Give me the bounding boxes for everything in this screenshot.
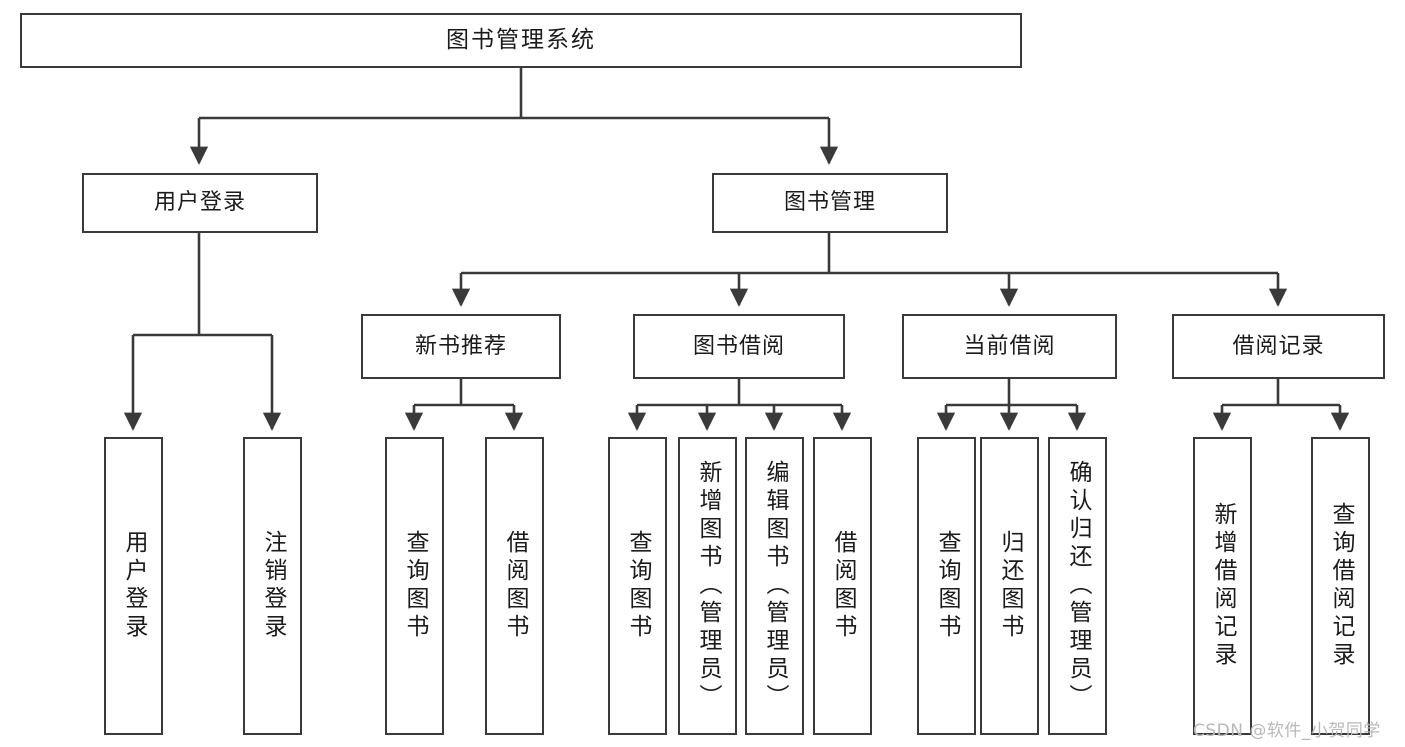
leaf-borrow-book-new[interactable]: 借阅图书 <box>485 437 544 735</box>
node-label: 查询图书 <box>934 530 960 642</box>
node-label: 当前借阅 <box>963 333 1056 359</box>
node-label: 查询图书 <box>402 530 428 642</box>
leaf-return-book[interactable]: 归还图书 <box>980 437 1039 735</box>
node-label: 查询图书 <box>625 530 651 642</box>
node-book-management[interactable]: 图书管理 <box>712 173 948 233</box>
leaf-edit-book-admin[interactable]: 编辑图书（管理员） <box>745 437 804 735</box>
node-current-borrow[interactable]: 当前借阅 <box>902 314 1117 379</box>
node-label: 用户登录 <box>153 190 246 216</box>
leaf-query-book-borrow[interactable]: 查询图书 <box>608 437 667 735</box>
leaf-user-login[interactable]: 用户登录 <box>104 437 163 735</box>
leaf-query-book-current[interactable]: 查询图书 <box>917 437 976 735</box>
node-label: 归还图书 <box>997 530 1023 642</box>
leaf-query-borrow-record[interactable]: 查询借阅记录 <box>1311 437 1370 735</box>
node-book-borrow[interactable]: 图书借阅 <box>633 314 845 379</box>
leaf-borrow-book[interactable]: 借阅图书 <box>813 437 872 735</box>
leaf-add-book-admin[interactable]: 新增图书（管理员） <box>678 437 737 735</box>
node-label: 新书推荐 <box>414 333 507 359</box>
node-label: 图书借阅 <box>692 333 785 359</box>
node-label: 编辑图书（管理员） <box>762 460 788 712</box>
node-label: 借阅图书 <box>502 530 528 642</box>
leaf-logout[interactable]: 注销登录 <box>243 437 302 735</box>
node-label: 注销登录 <box>260 530 286 642</box>
leaf-add-borrow-record[interactable]: 新增借阅记录 <box>1193 437 1252 735</box>
node-borrow-records[interactable]: 借阅记录 <box>1172 314 1385 379</box>
node-label: 图书管理 <box>783 190 876 216</box>
node-label: 借阅记录 <box>1232 333 1325 359</box>
node-label: 查询借阅记录 <box>1328 502 1354 670</box>
node-label: 新增图书（管理员） <box>695 460 721 712</box>
node-label: 图书管理系统 <box>446 27 596 54</box>
node-label: 确认归还（管理员） <box>1065 460 1091 712</box>
node-label: 用户登录 <box>121 530 147 642</box>
node-user-login[interactable]: 用户登录 <box>82 173 318 233</box>
leaf-confirm-return-admin[interactable]: 确认归还（管理员） <box>1048 437 1107 735</box>
node-label: 借阅图书 <box>830 530 856 642</box>
node-label: 新增借阅记录 <box>1210 502 1236 670</box>
node-new-book-recommend[interactable]: 新书推荐 <box>361 314 561 379</box>
node-root-system[interactable]: 图书管理系统 <box>20 13 1022 68</box>
csdn-watermark: CSDN @软件_小贺同学 <box>1193 721 1381 741</box>
leaf-query-book-new[interactable]: 查询图书 <box>385 437 444 735</box>
